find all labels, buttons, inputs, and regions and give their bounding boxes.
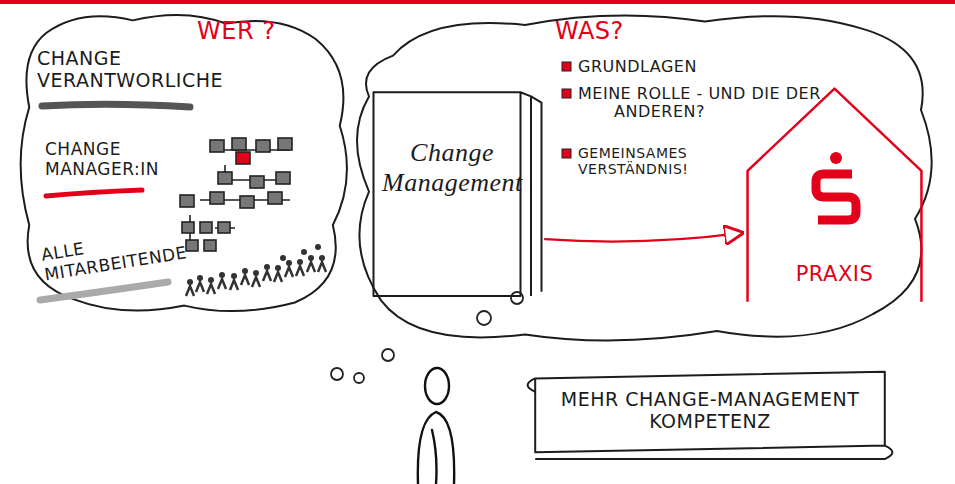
banner-text: MEHR CHANGE-MANAGEMENT KOMPETENZ [540, 389, 880, 433]
bullet [562, 62, 571, 158]
bullet-text: GEMEINSAMES VERSTÄNDNIS! [578, 145, 768, 177]
heading: WAS? [555, 18, 665, 46]
crowd [186, 244, 326, 296]
top-rule [0, 0, 955, 4]
underline-bar [40, 282, 168, 300]
role-label: CHANGE VERANTWORLICHE [37, 48, 237, 92]
outline-path [374, 92, 542, 296]
arrow-connector [545, 233, 742, 242]
bullet-text: MEINE ROLLE - UND DIE DER ANDEREN? [578, 85, 838, 122]
underline-bar [46, 190, 142, 196]
person [418, 368, 454, 484]
house: PRAXIS [742, 82, 927, 304]
role-label: ALLE MITARBEITENDE [40, 219, 214, 284]
role-label: CHANGE MANAGER:IN [45, 140, 175, 179]
org-chart [180, 138, 292, 251]
underline-bar [42, 104, 190, 107]
bullet-text: GRUNDLAGEN [578, 58, 828, 76]
outline-path [21, 15, 347, 311]
outline-path [528, 372, 893, 459]
book: Change Management [370, 88, 545, 298]
thought-cloud: WER ?CHANGE VERANTWORLICHE CHANGE MANAGER… [12, 8, 357, 318]
s-logo [816, 152, 856, 220]
thought-cloud: WAS? GRUNDLAGEN MEINE ROLLE - UND DIE DER … [345, 8, 945, 348]
outline-path [357, 16, 932, 341]
banner: MEHR CHANGE-MANAGEMENT KOMPETENZ [520, 356, 900, 468]
book-title: Change Management [382, 138, 522, 198]
heading: WER ? [197, 18, 307, 46]
house-label: PRAXIS [742, 262, 927, 286]
